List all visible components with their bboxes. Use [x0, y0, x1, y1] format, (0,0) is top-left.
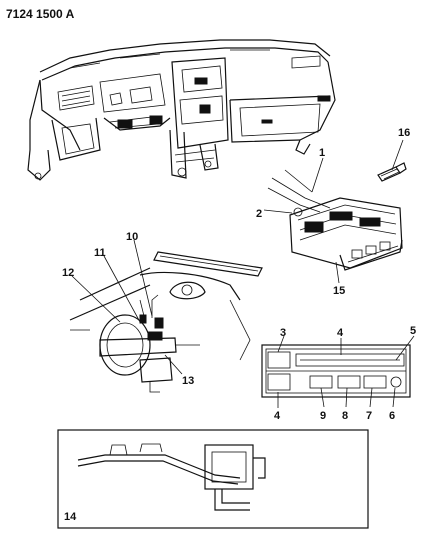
- leader-9: [320, 387, 325, 408]
- leader-8: [345, 387, 348, 408]
- callout-4-top: 4: [337, 327, 344, 339]
- leader-13: [164, 354, 183, 375]
- callout-10: 10: [126, 231, 138, 243]
- callout-9: 9: [320, 410, 326, 422]
- drawing-code: 7124 1500 A: [6, 7, 75, 21]
- leader-lines: [71, 139, 415, 408]
- leader-3: [277, 335, 285, 353]
- leader-7: [369, 387, 373, 408]
- control-face-plate: [261, 344, 411, 398]
- leader-10: [133, 239, 153, 317]
- leader-11: [103, 255, 141, 323]
- bulb-socket: [377, 162, 407, 182]
- leader-12: [71, 275, 121, 323]
- callout-8: 8: [342, 410, 348, 422]
- inset-detail-box: [57, 429, 369, 529]
- leader-2: [263, 209, 293, 214]
- callout-1: 1: [319, 147, 325, 159]
- callout-7: 7: [366, 410, 372, 422]
- callout-13: 13: [182, 375, 194, 387]
- callout-2: 2: [256, 208, 262, 220]
- callout-5: 5: [410, 325, 416, 337]
- callout-labels: 1 2 3 4 4 5 6 7 8 9 10 11 12 13 14 15 16: [62, 127, 416, 523]
- callout-11: 11: [94, 247, 106, 259]
- leader-5: [395, 335, 415, 361]
- heater-control-assembly: [267, 169, 403, 271]
- callout-14: 14: [64, 511, 77, 523]
- leader-6: [392, 387, 396, 408]
- leader-15: [335, 261, 340, 284]
- callout-12: 12: [62, 267, 74, 279]
- leader-16: [391, 139, 404, 171]
- callout-3: 3: [280, 327, 286, 339]
- instrument-panel: [27, 39, 336, 181]
- callout-6: 6: [389, 410, 395, 422]
- callout-4-bottom: 4: [274, 410, 281, 422]
- callout-16: 16: [398, 127, 410, 139]
- callout-15: 15: [333, 285, 345, 297]
- leader-1: [311, 157, 324, 193]
- engine-compartment-view: [69, 251, 263, 393]
